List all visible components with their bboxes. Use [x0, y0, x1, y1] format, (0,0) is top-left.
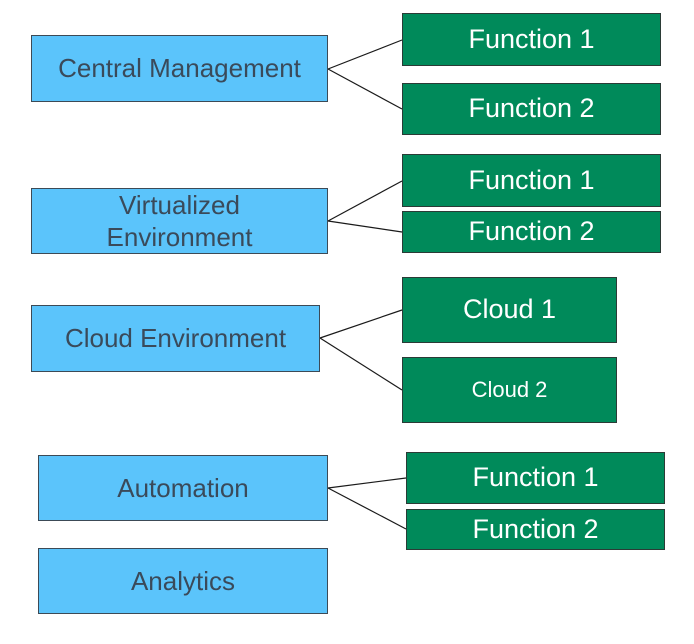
category-label: Cloud Environment [64, 323, 287, 354]
function-box: Function 1 [402, 154, 661, 207]
category-label: Automation [117, 472, 249, 503]
connector-central-management-function-2 [327, 68, 403, 110]
connector-cloud-environment-cloud-1 [319, 309, 403, 339]
category-analytics: Analytics [38, 548, 328, 614]
function-label: Function 2 [468, 93, 595, 124]
function-label: Function 2 [472, 513, 599, 544]
cloud-box: Cloud 2 [402, 357, 617, 423]
connector-central-management-function-1 [327, 39, 403, 70]
category-automation: Automation [38, 455, 328, 521]
function-box: Function 1 [402, 13, 661, 66]
function-box: Function 2 [402, 83, 661, 135]
function-box: Function 2 [402, 211, 661, 253]
category-central-management: Central Management [31, 35, 328, 102]
cloud-label: Cloud 1 [462, 294, 557, 325]
connector-virtualized-environment-function-2 [327, 220, 403, 233]
connector-cloud-environment-cloud-2 [319, 337, 403, 391]
function-label: Function 2 [468, 216, 595, 247]
function-box: Function 2 [406, 509, 665, 550]
cloud-label: Cloud 2 [471, 377, 548, 403]
category-label: Analytics [130, 565, 236, 596]
connector-automation-function-1 [327, 477, 407, 489]
function-label: Function 1 [472, 462, 599, 493]
category-label: Virtualized Environment [106, 189, 253, 253]
connector-virtualized-environment-function-1 [327, 180, 403, 222]
function-label: Function 1 [468, 23, 595, 54]
category-label: Central Management [58, 53, 301, 84]
connector-automation-function-2 [327, 487, 407, 530]
cloud-box: Cloud 1 [402, 277, 617, 343]
function-label: Function 1 [468, 164, 595, 195]
category-virtualized-environment: Virtualized Environment [31, 188, 328, 254]
category-cloud-environment: Cloud Environment [31, 305, 320, 372]
function-box: Function 1 [406, 452, 665, 504]
